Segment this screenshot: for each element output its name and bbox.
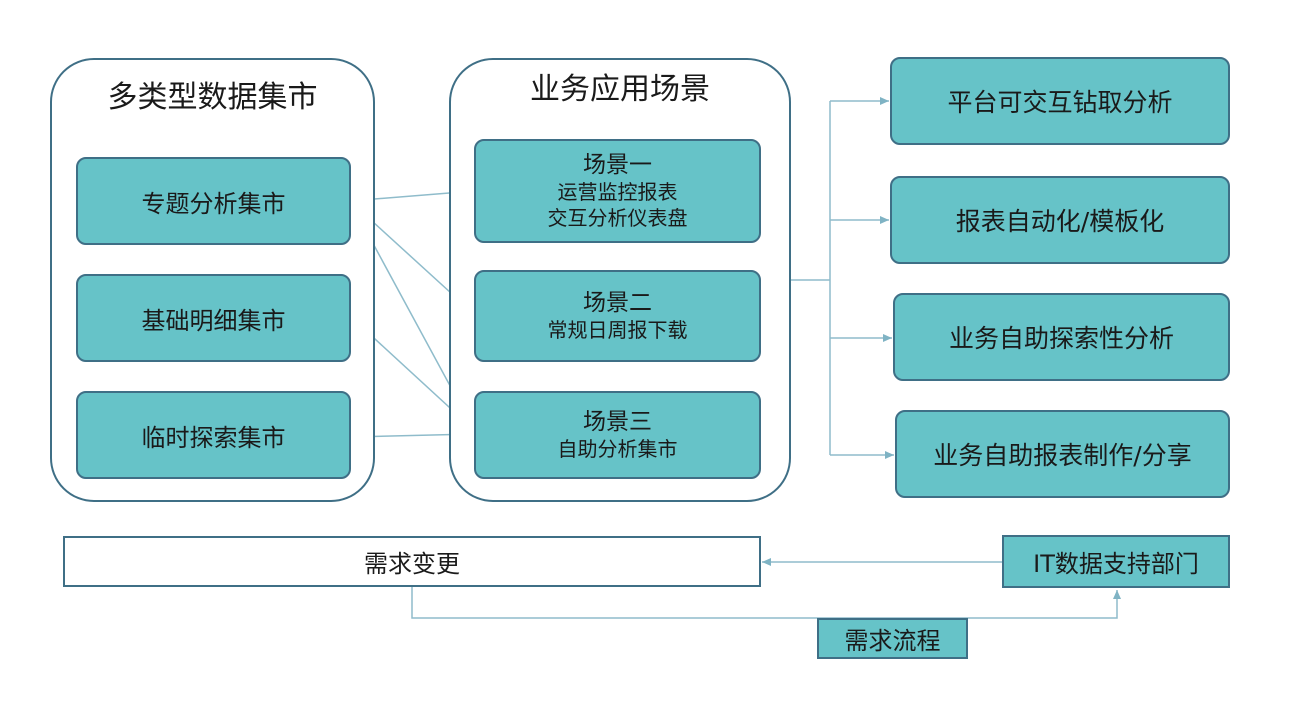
output-report-automation: 报表自动化/模板化 [890, 176, 1230, 264]
scene-two: 场景二 常规日周报下载 [474, 270, 761, 362]
scene-one-title: 场景一 [583, 152, 652, 178]
it-support-dept-box: IT数据支持部门 [1002, 535, 1230, 588]
requirement-process-label: 需求流程 [817, 618, 968, 659]
arrow-change-to-it [411, 587, 1121, 619]
scene-two-line-1: 常规日周报下载 [547, 318, 688, 342]
topic-analysis-mart: 专题分析集市 [76, 157, 351, 245]
output-interactive-drill: 平台可交互钻取分析 [890, 57, 1230, 145]
scene-one-line-2: 交互分析仪表盘 [547, 206, 688, 230]
business-scene-panel-title: 业务应用场景 [530, 72, 710, 107]
scene-two-title: 场景二 [583, 290, 652, 316]
scene-one-line-1: 运营监控报表 [557, 180, 678, 204]
scene-three: 场景三 自助分析集市 [474, 391, 761, 479]
scene-three-line-1: 自助分析集市 [557, 437, 678, 461]
scene-one: 场景一 运营监控报表 交互分析仪表盘 [474, 139, 761, 243]
data-mart-panel-title: 多类型数据集市 [107, 80, 318, 115]
output-self-explore: 业务自助探索性分析 [893, 293, 1230, 381]
output-self-report-share: 业务自助报表制作/分享 [895, 410, 1230, 498]
scene-three-title: 场景三 [583, 409, 652, 435]
requirement-change-box: 需求变更 [63, 536, 761, 587]
basic-detail-mart: 基础明细集市 [76, 274, 351, 362]
temp-explore-mart: 临时探索集市 [76, 391, 351, 479]
